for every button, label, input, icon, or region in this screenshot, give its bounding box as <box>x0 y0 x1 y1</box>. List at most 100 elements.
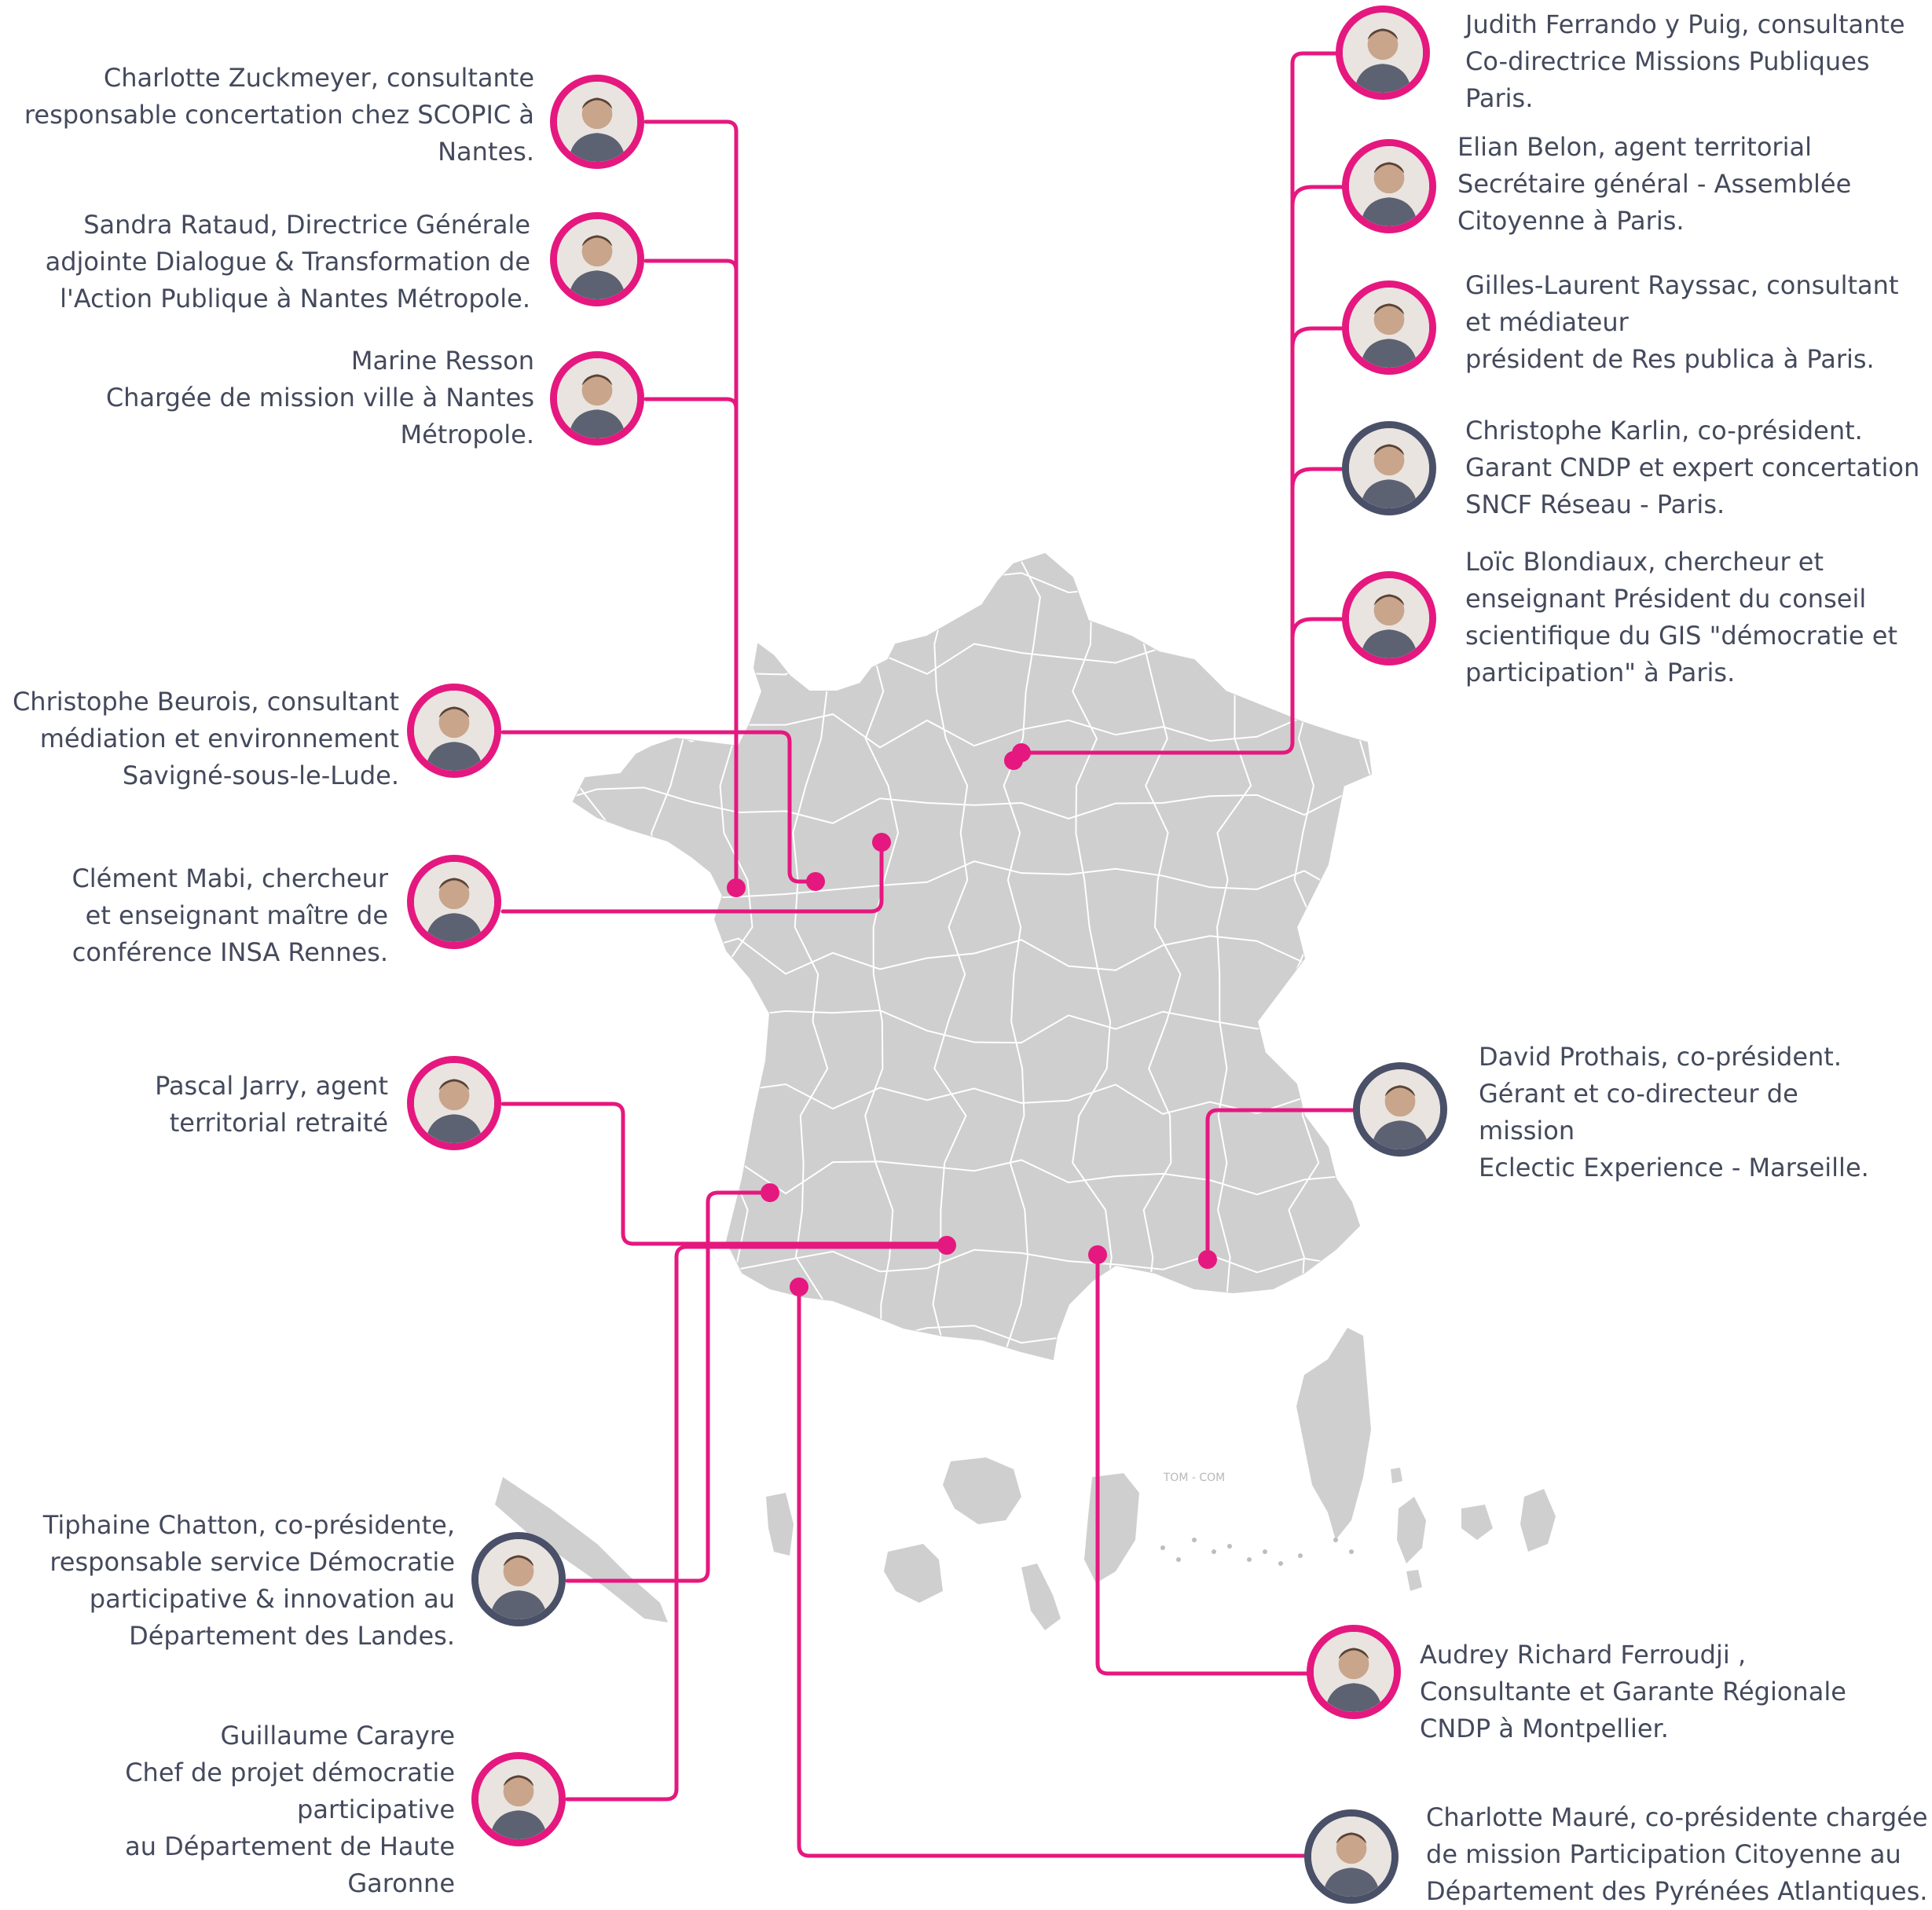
corsica-shape <box>1296 1328 1371 1540</box>
connector-carayre <box>565 1245 949 1802</box>
person-icon <box>1349 146 1429 226</box>
person-icon <box>557 358 637 438</box>
avatar-blondiaux <box>1342 571 1436 665</box>
mainland-outline <box>572 552 1373 1361</box>
island-7 <box>1406 1570 1422 1591</box>
avatar-resson <box>550 351 644 445</box>
connector-rayssac <box>1290 326 1344 350</box>
avatar-karlin <box>1342 421 1436 515</box>
guiana <box>1084 1473 1139 1583</box>
france-mainland-shape <box>572 552 1373 1361</box>
location-dot-marseille <box>1198 1250 1217 1269</box>
label-maure: Charlotte Mauré, co-présidente chargée d… <box>1426 1802 1928 1906</box>
avatar-belon <box>1342 139 1436 233</box>
label-karlin: Christophe Karlin, co-président. Garant … <box>1465 416 1920 519</box>
island-4 <box>1397 1497 1426 1564</box>
person-icon <box>1314 1632 1394 1712</box>
person-icon <box>557 219 637 299</box>
connector-prothais <box>1205 1108 1355 1262</box>
connector-maure <box>797 1285 1307 1858</box>
label-chatton: Tiphaine Chatton, co-présidente, respons… <box>42 1510 455 1651</box>
person-icon <box>414 691 494 771</box>
label-resson: Marine Resson Chargée de mission ville à… <box>105 346 534 449</box>
archipelago-dot-2 <box>1227 1544 1232 1549</box>
person-icon <box>414 862 494 942</box>
island-8 <box>1391 1468 1402 1483</box>
person-icon <box>478 1759 559 1839</box>
new-caledonia <box>495 1477 668 1622</box>
archipelago-dot-3 <box>1247 1557 1252 1562</box>
island-2 <box>884 1544 943 1603</box>
label-beurois: Christophe Beurois, consultant médiation… <box>12 687 399 790</box>
avatar-beurois <box>407 684 501 778</box>
avatar-prothais <box>1353 1062 1447 1157</box>
label-rataud: Sandra Rataud, Directrice Générale adjoi… <box>45 210 530 313</box>
avatar-rataud <box>550 212 644 306</box>
archipelago-dot-8 <box>1160 1545 1165 1550</box>
person-icon <box>1360 1069 1440 1149</box>
label-belon: Elian Belon, agent territorial Secrétair… <box>1457 132 1852 236</box>
label-blondiaux: Loïc Blondiaux, chercheur et enseignant … <box>1465 547 1898 687</box>
connector-lines <box>500 51 1355 1858</box>
label-rayssac: Gilles-Laurent Rayssac, consultant et mé… <box>1465 270 1899 374</box>
island-3 <box>1021 1564 1061 1630</box>
connector-zuckmeyer <box>643 119 739 890</box>
avatar-jarry <box>407 1056 501 1150</box>
label-prothais: David Prothais, co-président. Gérant et … <box>1479 1042 1869 1182</box>
person-icon <box>1311 1817 1391 1897</box>
connector-mabi <box>500 840 884 914</box>
connector-ferrando <box>1019 51 1338 755</box>
label-ferroudji: Audrey Richard Ferroudji , Consultante e… <box>1420 1640 1846 1743</box>
avatar-chatton <box>471 1532 566 1626</box>
corsica-outline <box>1296 1328 1371 1540</box>
connector-karlin <box>1290 467 1344 490</box>
label-mabi: Clément Mabi, chercheur et enseignant ma… <box>71 863 388 967</box>
reunion <box>943 1457 1021 1524</box>
label-ferrando: Judith Ferrando y Puig, consultante Co-d… <box>1465 9 1905 113</box>
label-carayre: Guillaume Carayre Chef de projet démocra… <box>125 1721 455 1898</box>
avatar-ferroudji <box>1307 1625 1401 1719</box>
overseas-territories-shapes <box>495 1457 1556 1630</box>
person-icon <box>1349 428 1429 508</box>
location-dot-montpellier <box>1088 1245 1107 1264</box>
location-dot-pyrenees-atlantiques <box>790 1278 808 1296</box>
island-1 <box>766 1493 794 1556</box>
archipelago-dot-6 <box>1298 1553 1303 1558</box>
location-dots <box>727 743 1217 1296</box>
avatar-carayre <box>471 1752 566 1846</box>
archipelago-dot-9 <box>1333 1538 1338 1542</box>
archipelago-dot-1 <box>1212 1549 1216 1554</box>
connector-belon <box>1290 185 1344 208</box>
avatar-zuckmeyer <box>550 75 644 169</box>
location-dot-landes <box>761 1183 779 1202</box>
archipelago-dot-7 <box>1176 1557 1181 1562</box>
person-icon <box>1349 578 1429 658</box>
location-dot-paris-2 <box>1012 743 1031 762</box>
connector-jarry <box>500 1102 949 1246</box>
island-5 <box>1461 1505 1493 1540</box>
avatar-mabi <box>407 855 501 949</box>
connector-rataud <box>643 258 739 890</box>
connector-beurois <box>500 730 818 884</box>
person-icon <box>478 1539 559 1619</box>
archipelago-dot-4 <box>1263 1549 1267 1554</box>
archipelago-dot-10 <box>1349 1549 1354 1554</box>
label-jarry: Pascal Jarry, agent territorial retraité <box>155 1071 388 1138</box>
person-icon <box>1349 288 1429 368</box>
location-dot-savigne <box>806 872 825 891</box>
location-dot-rennes-area <box>872 833 891 852</box>
location-dot-nantes <box>727 878 746 897</box>
connector-chatton <box>565 1190 772 1583</box>
location-dot-toulouse <box>937 1236 956 1255</box>
avatar-rayssac <box>1342 280 1436 375</box>
connector-blondiaux <box>1290 617 1344 640</box>
map-watermark: TOM - COM <box>1163 1472 1225 1484</box>
connector-ferroudji <box>1095 1252 1309 1676</box>
person-icon <box>414 1063 494 1143</box>
avatar-ferrando <box>1336 5 1430 100</box>
archipelago-dot-5 <box>1278 1561 1283 1566</box>
archipelago-dot-0 <box>1192 1538 1197 1542</box>
avatar-maure <box>1304 1809 1399 1904</box>
